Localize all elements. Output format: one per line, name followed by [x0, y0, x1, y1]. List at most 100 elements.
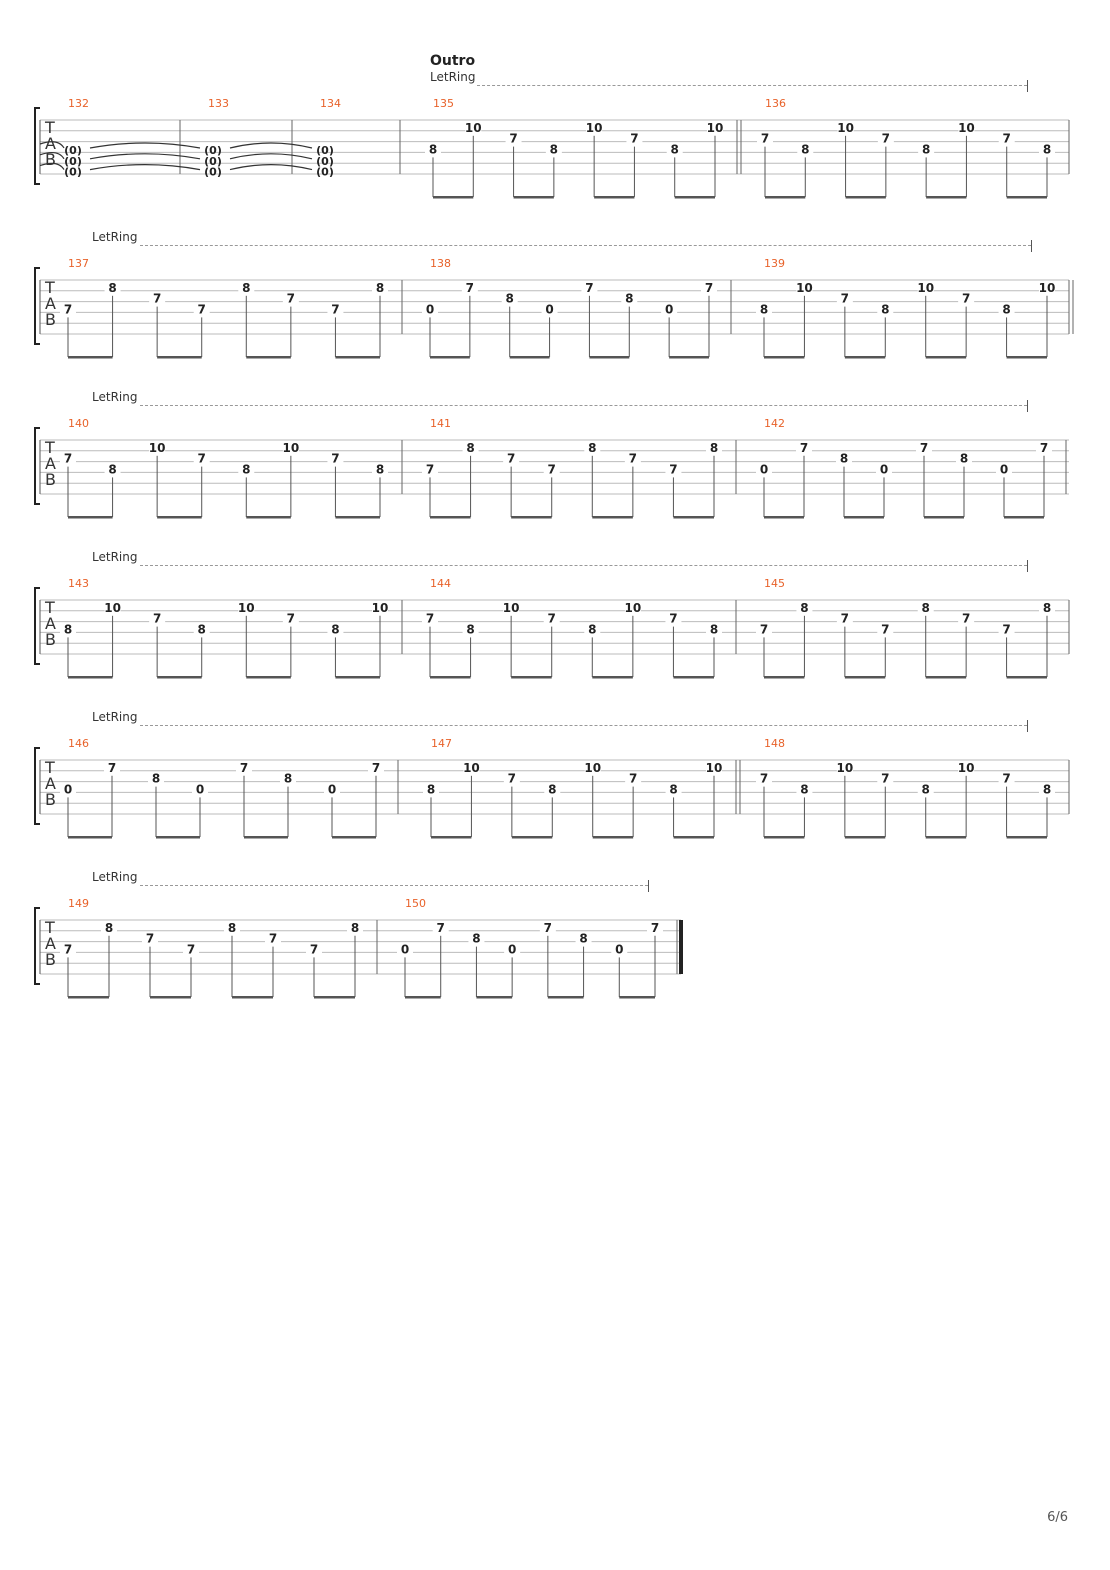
measure-number: 140	[68, 417, 89, 430]
note-bg	[796, 281, 813, 294]
note-bg	[425, 143, 441, 156]
fret-number: 10	[586, 121, 603, 135]
note-bg	[148, 772, 164, 785]
system-bracket	[34, 107, 40, 185]
measure-number: 147	[431, 737, 452, 750]
measure-number: 141	[430, 417, 451, 430]
measure-number: 149	[68, 897, 89, 910]
let-ring-dashed-line	[140, 565, 1027, 566]
beam	[244, 836, 288, 839]
tied-note: (0)	[64, 155, 82, 168]
note-bg	[543, 612, 560, 625]
note-bg	[142, 932, 158, 945]
note-bg	[624, 601, 641, 614]
beam	[1006, 676, 1047, 679]
note-bg	[917, 281, 934, 294]
fret-number: 8	[881, 302, 889, 316]
note-bg	[539, 921, 556, 934]
fret-number: 8	[198, 622, 206, 636]
note-bg	[372, 601, 388, 614]
fret-number: 7	[1002, 622, 1010, 636]
fret-number: 8	[579, 932, 587, 946]
note-bg	[756, 623, 772, 636]
note-bg	[149, 612, 166, 625]
fret-number: 7	[287, 292, 295, 306]
beam	[844, 356, 886, 359]
note-bg	[60, 303, 76, 316]
fret-number: 10	[958, 761, 975, 775]
fret-number: 0	[328, 782, 336, 796]
fret-number: 7	[372, 761, 380, 775]
measure-number: 148	[764, 737, 785, 750]
beam	[1006, 196, 1047, 199]
note-bg	[918, 143, 935, 156]
note-bg	[796, 783, 813, 796]
measure-number: 132	[68, 97, 89, 110]
let-ring-label: LetRing	[92, 230, 138, 244]
fret-number: 8	[228, 921, 236, 935]
fret-number: 7	[761, 132, 769, 146]
fret-number: 8	[548, 782, 556, 796]
fret-number: 7	[198, 302, 206, 316]
tied-note: (0)	[64, 144, 82, 157]
beam	[433, 196, 474, 199]
fret-number: 7	[187, 942, 195, 956]
fret-number: 7	[841, 292, 849, 306]
measure-number: 137	[68, 257, 89, 270]
fret-number: 7	[108, 761, 116, 775]
fret-number: 0	[665, 302, 673, 316]
beam	[513, 196, 554, 199]
note-bg	[192, 783, 208, 796]
beam	[157, 356, 202, 359]
note-bg	[101, 921, 117, 934]
fret-number: 8	[427, 782, 435, 796]
fret-number: 0	[196, 782, 204, 796]
fret-number: 10	[1039, 281, 1056, 295]
system-bracket	[34, 267, 40, 345]
note-bg	[238, 281, 255, 294]
measure-number: 150	[405, 897, 426, 910]
note-bg	[1036, 441, 1052, 454]
tie-arc	[89, 153, 201, 160]
fret-number: 7	[548, 462, 556, 476]
fret-number: 10	[625, 601, 642, 615]
note-bg	[463, 761, 480, 774]
note-bg	[265, 932, 281, 945]
note-bg	[836, 761, 853, 774]
fret-number: 7	[198, 452, 206, 466]
note-bg	[706, 761, 722, 774]
fret-number: 7	[507, 452, 515, 466]
beam	[924, 516, 964, 519]
note-bg	[626, 132, 643, 145]
fret-number: 7	[882, 132, 890, 146]
fret-number: 8	[108, 462, 116, 476]
note-bg	[193, 303, 210, 316]
beam	[765, 196, 806, 199]
note-bg	[958, 612, 975, 625]
fret-number: 8	[922, 782, 930, 796]
fret-number: 8	[710, 441, 718, 455]
fret-number: 7	[669, 462, 677, 476]
note-bg	[707, 121, 723, 134]
note-bg	[60, 943, 76, 956]
let-ring-end-tick	[1027, 80, 1028, 92]
let-ring-end-tick	[1027, 720, 1028, 732]
let-ring-label: LetRing	[430, 70, 476, 84]
measure-number: 136	[765, 97, 786, 110]
note-bg	[757, 132, 773, 145]
fret-number: 8	[1043, 601, 1051, 615]
fret-number: 8	[588, 622, 596, 636]
note-bg	[836, 452, 852, 465]
beam	[246, 676, 291, 679]
section-title: Outro	[430, 53, 476, 69]
note-bg	[327, 452, 344, 465]
fret-number: 7	[240, 761, 248, 775]
let-ring-label: LetRing	[92, 870, 138, 884]
note-bg	[193, 452, 210, 465]
fret-number: 8	[710, 622, 718, 636]
note-bg	[1039, 601, 1055, 614]
beam	[335, 516, 380, 519]
beam	[764, 516, 804, 519]
note-bg	[584, 441, 601, 454]
beam	[157, 676, 202, 679]
